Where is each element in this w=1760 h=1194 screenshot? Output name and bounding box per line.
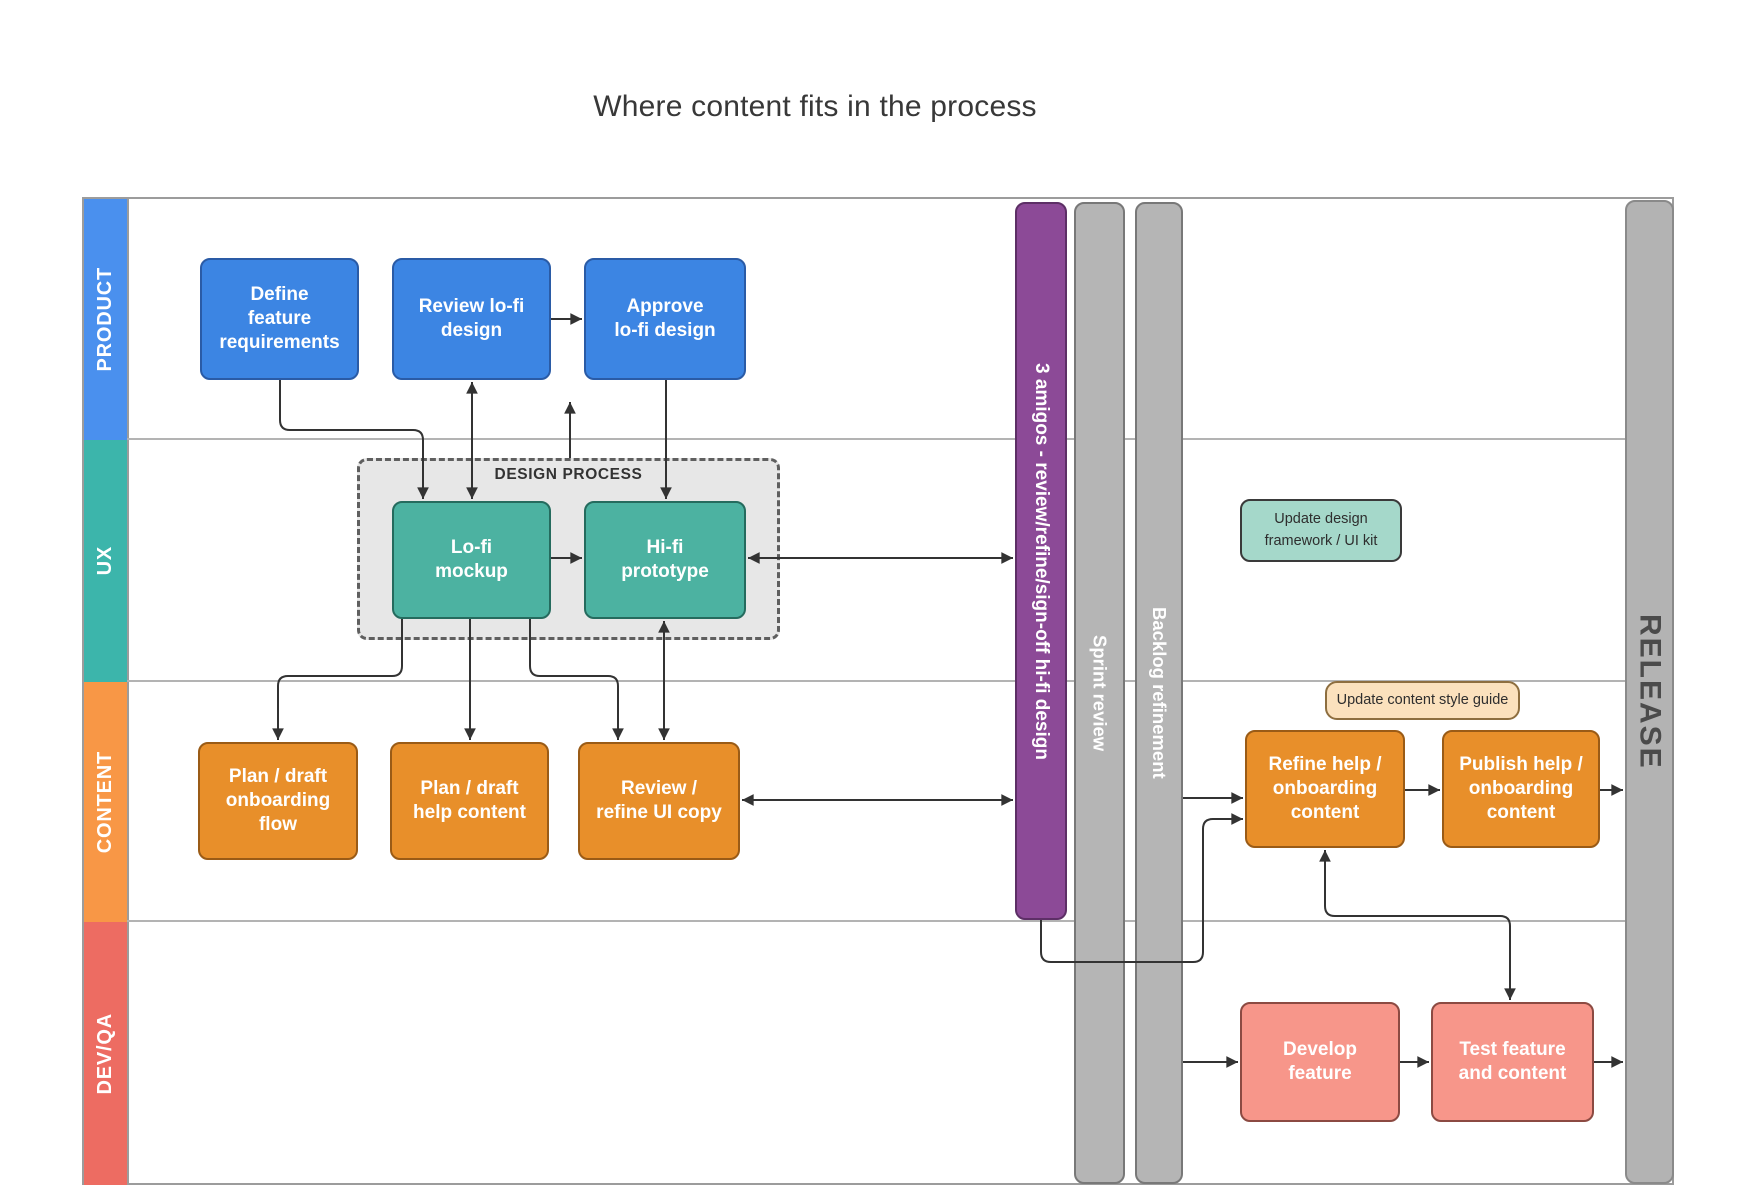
node-label: Lo-fi mockup xyxy=(435,536,508,582)
node-define-feature-requirements: Define feature requirements xyxy=(200,258,359,380)
design-process-label: DESIGN PROCESS xyxy=(494,466,643,483)
node-label: Update design framework / UI kit xyxy=(1264,510,1378,549)
node-update-design-framework: Update design framework / UI kit xyxy=(1240,499,1402,562)
node-label: Publish help / onboarding content xyxy=(1459,753,1583,824)
node-label: Review / refine UI copy xyxy=(596,777,722,823)
node-approve-lofi-design: Approve lo-fi design xyxy=(584,258,746,380)
node-develop-feature: Develop feature xyxy=(1240,1002,1400,1122)
bar-label: 3 amigos - review/refine/sign-off hi-fi … xyxy=(1031,362,1052,760)
node-publish-help-onboarding-content: Publish help / onboarding content xyxy=(1442,730,1600,848)
milestone-bar-release: RELEASE xyxy=(1625,200,1674,1184)
node-label: Test feature and content xyxy=(1458,1038,1567,1084)
lane-header-ux: UX xyxy=(84,440,127,682)
lane-label-content: CONTENT xyxy=(94,750,116,854)
diagram-title: Where content fits in the process xyxy=(593,90,1037,123)
node-label: Plan / draft onboarding flow xyxy=(225,765,331,836)
lane-label-devqa: DEV/QA xyxy=(94,1012,116,1095)
node-label: Define feature requirements xyxy=(219,283,340,354)
lane-separator-content-devqa xyxy=(127,920,1672,922)
node-label: Hi-fi prototype xyxy=(621,536,709,582)
lane-header-devqa: DEV/QA xyxy=(84,922,127,1185)
node-label: Review lo-fi design xyxy=(418,295,525,341)
milestone-bar-3-amigos: 3 amigos - review/refine/sign-off hi-fi … xyxy=(1015,202,1067,920)
lane-separator-ux-content xyxy=(127,680,1672,682)
node-review-lofi-design: Review lo-fi design xyxy=(392,258,551,380)
node-plan-draft-help-content: Plan / draft help content xyxy=(390,742,549,860)
bar-label: Backlog refinement xyxy=(1149,607,1170,779)
node-test-feature-and-content: Test feature and content xyxy=(1431,1002,1594,1122)
bar-label: RELEASE xyxy=(1633,614,1667,770)
node-review-refine-ui-copy: Review / refine UI copy xyxy=(578,742,740,860)
lane-header-content: CONTENT xyxy=(84,682,127,922)
node-label: Plan / draft help content xyxy=(413,777,526,823)
node-label: Refine help / onboarding content xyxy=(1268,753,1382,824)
node-label: Update content style guide xyxy=(1336,691,1509,708)
lane-header-product: PRODUCT xyxy=(84,199,127,440)
node-plan-draft-onboarding-flow: Plan / draft onboarding flow xyxy=(198,742,358,860)
node-lofi-mockup: Lo-fi mockup xyxy=(392,501,551,619)
lane-header-divider xyxy=(127,199,129,1183)
node-label: Approve lo-fi design xyxy=(614,295,716,341)
lane-separator-product-ux xyxy=(127,438,1672,440)
node-hifi-prototype: Hi-fi prototype xyxy=(584,501,746,619)
milestone-bar-sprint-review: Sprint review xyxy=(1074,202,1125,1184)
lane-label-ux: UX xyxy=(94,546,116,576)
milestone-bar-backlog-refinement: Backlog refinement xyxy=(1135,202,1183,1184)
node-label: Develop feature xyxy=(1283,1038,1357,1084)
bar-label: Sprint review xyxy=(1089,634,1111,752)
lane-label-product: PRODUCT xyxy=(94,267,116,372)
node-refine-help-onboarding-content: Refine help / onboarding content xyxy=(1245,730,1405,848)
node-update-content-style-guide: Update content style guide xyxy=(1325,681,1520,720)
